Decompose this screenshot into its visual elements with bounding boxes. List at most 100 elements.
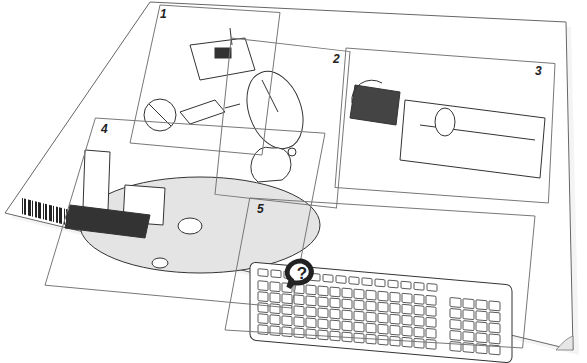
outline [215,38,350,208]
key [318,297,328,307]
key [342,310,352,320]
key [390,292,400,302]
key [342,288,352,298]
mouse [152,258,168,268]
numpad-key [476,311,487,321]
barcode-bar [43,203,44,219]
barcode-bar [28,199,31,216]
numpad-key [463,299,474,309]
key [282,327,292,337]
cable [225,104,240,108]
keyboard-back-art [350,80,545,178]
finger [435,108,455,136]
flip-arrow [352,80,382,103]
numpad-key [463,321,474,331]
key [270,293,280,303]
key [366,323,376,333]
panel-outline [130,5,280,155]
panel-outline [45,118,325,308]
speech-bubble: ? [287,260,317,288]
f-key [258,269,268,277]
key [378,313,388,323]
key [294,306,304,316]
f-key [323,274,333,282]
key [258,303,268,313]
key [426,306,436,316]
keyboard [65,205,150,238]
outline [335,48,555,203]
step-number: 5 [257,202,264,216]
f-key [388,280,398,288]
mouse [237,64,313,157]
keyboard-back [400,100,545,178]
numpad-key [463,332,474,342]
key [306,329,316,339]
outline [130,5,280,155]
step-number: 4 [101,122,108,136]
key [258,325,268,335]
key [330,309,340,319]
usb-hub [180,100,225,124]
f-key [271,270,281,278]
key [426,295,436,305]
numpad-key [476,333,487,343]
key [270,315,280,325]
f-key [336,276,346,284]
mouse-line [262,80,278,112]
key [402,315,412,325]
numpad-key [450,319,461,329]
barcode-bar [32,200,33,216]
numpad-key [489,334,500,344]
key [354,311,364,321]
key [330,320,340,330]
key [402,326,412,336]
receiver-art [144,28,255,131]
key [330,298,340,308]
numpad-key [450,330,461,340]
key [318,330,328,340]
key [354,300,364,310]
key [294,295,304,305]
key [354,322,364,332]
key [390,325,400,335]
step-panel: 3 [335,48,555,203]
tower [83,150,110,210]
numpad-key [450,297,461,307]
numpad-key [450,308,461,318]
barcode-bar [22,198,23,214]
key [426,317,436,327]
key [282,316,292,326]
key [342,321,352,331]
outline [45,118,325,308]
key [306,285,316,295]
key [366,290,376,300]
key [366,312,376,322]
barcode-bar [56,206,58,222]
page-curl [556,336,573,350]
barcode-bar [59,207,62,224]
step-panel: 5? [225,198,535,348]
keyboard-small [350,85,400,125]
key [378,291,388,301]
key [390,336,400,346]
key [282,294,292,304]
key [414,305,424,315]
key [318,286,328,296]
key [426,339,436,349]
key [294,317,304,327]
key [270,326,280,336]
mouse-art [237,64,313,182]
key [390,303,400,313]
key [414,316,424,326]
switch [288,148,296,156]
numpad-key [463,310,474,320]
computer-port [190,38,255,80]
hand [251,147,291,182]
key [306,296,316,306]
panel-outline [225,198,535,348]
numpad-key [489,312,500,322]
numpad-key [476,300,487,310]
panel-outline [335,48,555,203]
step-panel: 4 [45,118,325,308]
